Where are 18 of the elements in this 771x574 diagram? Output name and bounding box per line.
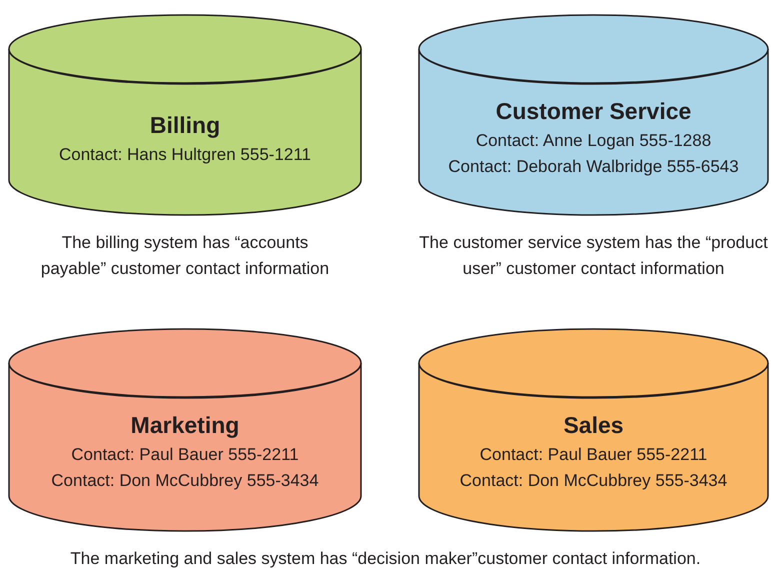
contact-text: Contact: Paul Bauer 555-2211	[71, 444, 299, 466]
system-title: Marketing	[130, 411, 240, 440]
system-title: Sales	[563, 411, 624, 440]
database-cylinder	[418, 328, 769, 532]
system-title: Customer Service	[496, 97, 692, 126]
system-title: Billing	[150, 111, 220, 140]
contact-text: Contact: Paul Bauer 555-2211	[480, 444, 708, 466]
caption: The marketing and sales system has “decision maker”customer contact information.	[69, 548, 702, 570]
contact-text: Contact: Don McCubbrey 555-3434	[460, 470, 728, 492]
database-cylinder	[8, 328, 362, 532]
contact-text: Contact: Deborah Walbridge 555-6543	[448, 156, 739, 178]
database-cylinder	[418, 14, 769, 216]
database-cylinder	[8, 14, 362, 216]
description-text: The billing system has “accounts payable” customer contact information	[40, 232, 330, 280]
contact-text: Contact: Anne Logan 555-1288	[476, 130, 712, 152]
description-text: The customer service system has the “product user” customer contact information	[418, 232, 768, 280]
contact-text: Contact: Hans Hultgren 555-1211	[58, 144, 311, 166]
contact-text: Contact: Don McCubbrey 555-3434	[51, 470, 319, 492]
